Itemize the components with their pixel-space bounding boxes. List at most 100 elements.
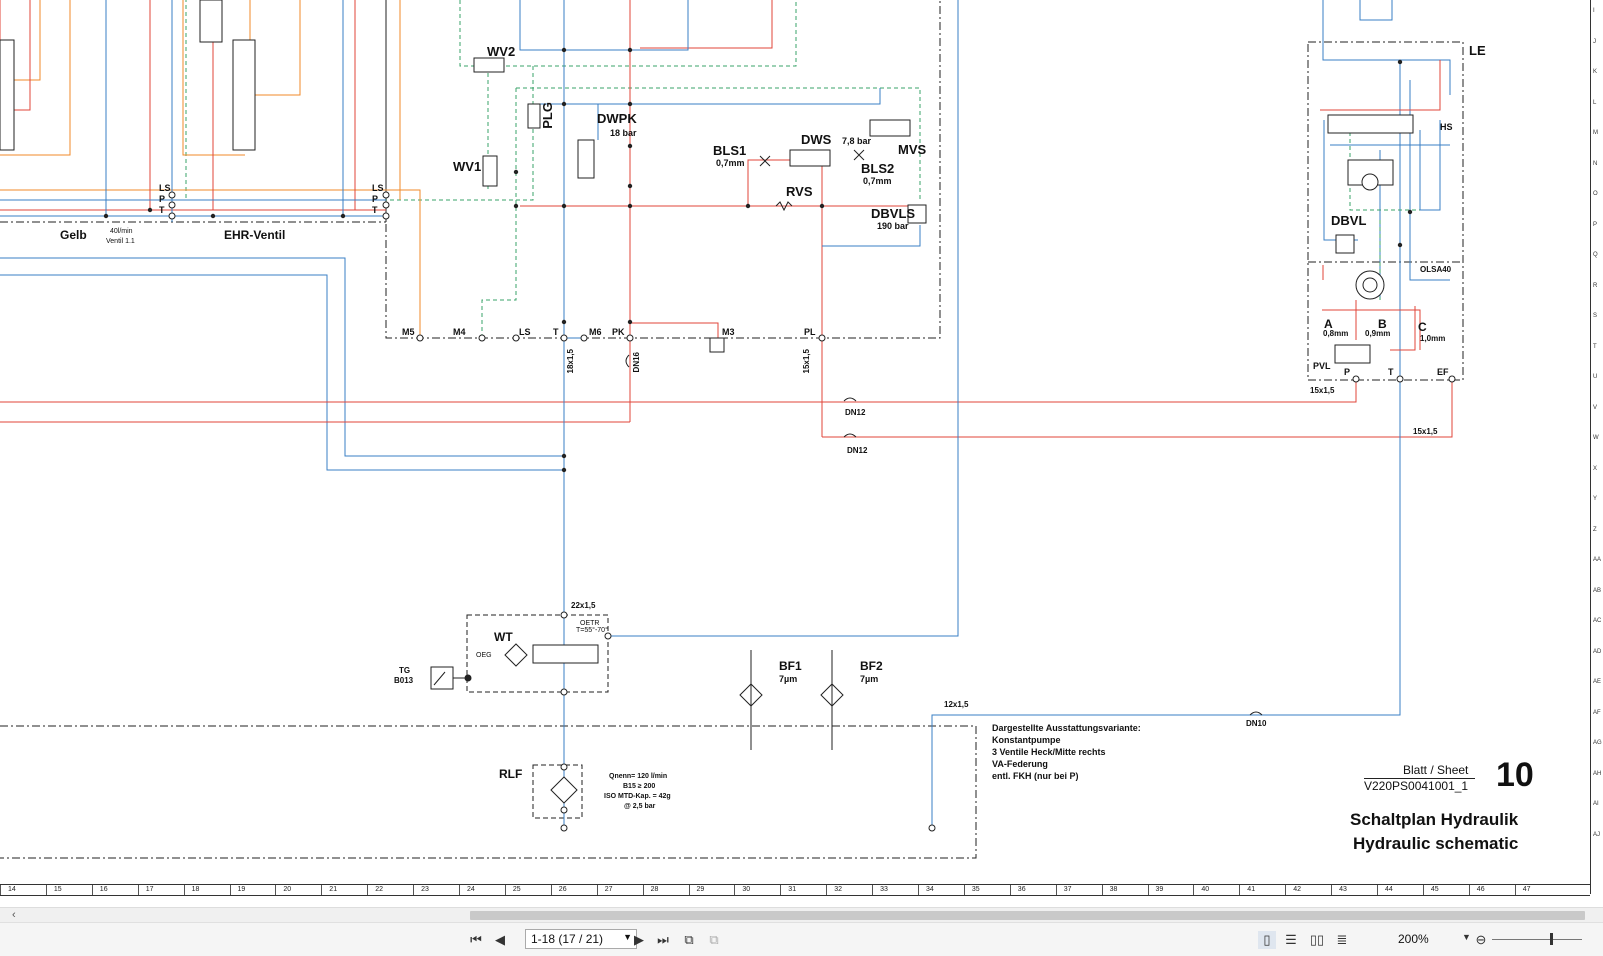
wt-label: WT [494,630,513,644]
single-page-view-icon[interactable]: ▯ [1258,931,1276,949]
port-pk: PK [612,327,625,337]
ruler-number: 24 [467,886,475,893]
ruler-number: 20 [283,886,292,893]
ruler-number: 23 [421,886,429,893]
title-german: Schaltplan Hydraulik [1350,810,1519,829]
title-english: Hydraulic schematic [1353,834,1519,853]
ruler-letter: AH [1593,770,1602,777]
ruler-tick [275,885,277,895]
dn16-label: DN16 [632,352,641,373]
port-ls-left: LS [159,183,171,193]
a-label: A [1324,317,1333,331]
scrollbar-thumb[interactable] [470,911,1585,920]
wv2-label: WV2 [487,44,516,59]
ruler-letter: Y [1593,496,1598,502]
rvs-label: RVS [786,184,813,199]
ruler-letter: M [1593,130,1598,136]
ruler-letter: AJ [1593,831,1601,838]
paste-page-icon[interactable]: ⧉ [709,932,719,947]
port-ls-mid: LS [372,183,384,193]
c-diameter: 1,0mm [1420,334,1446,343]
two-page-view-icon[interactable]: ▯▯ [1309,932,1325,947]
ruler-letter: AD [1593,648,1602,655]
ruler-tick [1468,885,1470,895]
ruler-tick [137,885,139,895]
equipment-notes: Dargestellte Ausstattungsvariante: Konst… [992,722,1141,782]
zoom-slider-handle[interactable] [1550,933,1553,945]
scroll-left-icon[interactable]: ‹ [12,909,16,921]
port-m4: M4 [453,327,466,337]
ruler-tick [550,885,552,895]
ruler-tick [1239,885,1241,895]
ruler-tick [1101,885,1103,895]
bf2-rating: 7µm [860,674,879,684]
ruler-number: 32 [834,886,842,893]
continuous-view-icon[interactable]: ☰ [1285,932,1297,947]
oeg-label: OEG [476,652,492,659]
port-m3: M3 [722,327,735,337]
pipe-15x15-b: 15x1,5 [1413,427,1438,436]
ruler-letter: R [1593,282,1598,289]
ruler-tick [45,885,47,895]
ruler-number: 45 [1430,886,1439,893]
copy-page-icon[interactable]: ⧉ [684,932,694,947]
ruler-letter: O [1593,191,1598,197]
zoom-level[interactable]: 200% [1398,932,1429,946]
pipe-12x15: 12x1,5 [944,700,969,709]
bls2-diameter: 0,7mm [863,176,892,186]
ruler-letter: N [1593,160,1598,167]
ruler-tick [0,885,1,895]
rlf-label: RLF [499,767,523,781]
two-page-continuous-icon[interactable]: ≣ [1336,932,1348,947]
rlf-spec-4: @ 2,5 bar [624,803,656,810]
ruler-letter: Q [1593,252,1598,258]
doc-id: V220PS0041001_1 [1364,779,1469,793]
ruler-letter: L [1593,99,1597,106]
ruler-tick [1285,885,1287,895]
port-m5: M5 [402,327,415,337]
le-label: LE [1469,43,1486,58]
hydraulic-schematic [0,0,1464,859]
port-t: T [553,327,559,337]
page-selector[interactable]: 1-18 (17 / 21) ▼ [525,929,637,949]
next-page-icon[interactable]: ▶ [634,932,644,947]
dws-label: DWS [801,132,832,147]
port-ef: EF [1437,367,1449,377]
ruler-number: 18 [191,886,200,893]
oetr-label: OETR [580,620,600,627]
note-line: Konstantpumpe [992,735,1061,745]
ruler-number: 41 [1247,886,1256,893]
ruler-tick [1377,885,1378,895]
ruler-letter: J [1593,38,1596,45]
ruler-letter: AG [1593,740,1602,746]
zoom-dropdown-icon[interactable]: ▼ [1462,932,1471,942]
zoom-slider[interactable] [1492,939,1582,940]
b013-label: B013 [394,676,414,685]
dbvls-pressure: 190 bar [877,221,909,231]
ruler-tick [780,885,782,895]
port-t-right: T [1388,367,1394,377]
ruler-tick [91,885,93,895]
horizontal-scrollbar[interactable]: ‹ [0,907,1603,923]
hs-label: HS [1440,122,1453,132]
ruler-number: 43 [1339,886,1347,893]
ruler-letter: AF [1593,709,1601,716]
wv1-label: WV1 [453,159,482,174]
ruler-number: 37 [1063,886,1072,893]
first-page-icon[interactable]: ⏮ [470,932,482,947]
bf1-label: BF1 [779,659,802,673]
last-page-icon[interactable]: ⏭ [657,932,669,947]
pipe-15x15-v: 15x1,5 [802,349,811,374]
note-line: VA-Federung [992,759,1048,769]
zoom-out-icon[interactable]: ⊖ [1475,932,1487,947]
ruler-tick [688,885,690,895]
ruler-tick [1147,885,1149,895]
ruler-number: 25 [512,886,521,893]
ruler-tick [1055,885,1057,895]
ruler-letter: AI [1593,801,1599,807]
ruler-tick [596,885,598,895]
previous-page-icon[interactable]: ◀ [495,932,505,947]
bls2-label: BLS2 [861,161,895,176]
ehr-label: EHR-Ventil [224,228,286,242]
pipe-15x15-a: 15x1,5 [1310,386,1335,395]
